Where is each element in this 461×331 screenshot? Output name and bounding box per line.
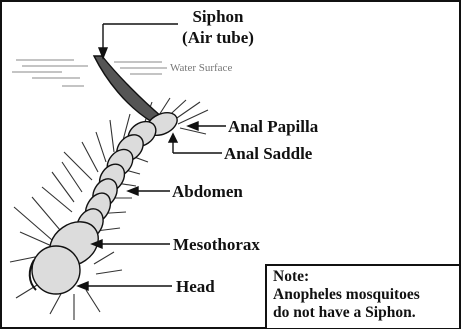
note-box: Note: Anopheles mosquitoes do not have a… xyxy=(265,264,459,328)
air-tube-label: (Air tube) xyxy=(172,29,264,46)
abdomen-label: Abdomen xyxy=(172,183,243,200)
anal-papilla-label: Anal Papilla xyxy=(228,118,318,135)
siphon-label: Siphon xyxy=(181,8,255,25)
note-title: Note: xyxy=(273,268,459,286)
water-surface-lines xyxy=(12,60,167,86)
anal-saddle-label: Anal Saddle xyxy=(224,145,312,162)
mesothorax-label: Mesothorax xyxy=(173,236,260,253)
note-line-2: do not have a Siphon. xyxy=(273,304,459,322)
note-line-1: Anopheles mosquitoes xyxy=(273,286,459,304)
larva-body xyxy=(30,56,181,294)
head-label: Head xyxy=(176,278,215,295)
water-surface-label: Water Surface xyxy=(170,62,232,74)
